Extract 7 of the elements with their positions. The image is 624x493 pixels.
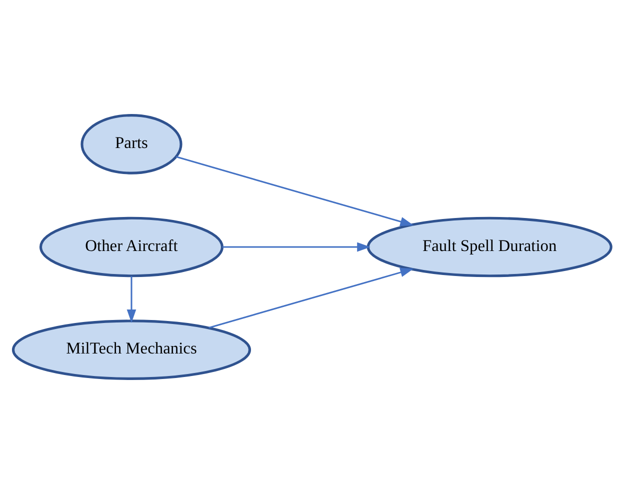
node-ellipse: Parts bbox=[80, 114, 182, 174]
node-ellipse: Other Aircraft bbox=[39, 216, 224, 277]
arrow bbox=[208, 267, 414, 328]
node-ellipse: MilTech Mechanics bbox=[12, 319, 252, 380]
arrow bbox=[126, 276, 136, 322]
arrow bbox=[176, 156, 414, 226]
arrow bbox=[222, 242, 370, 252]
